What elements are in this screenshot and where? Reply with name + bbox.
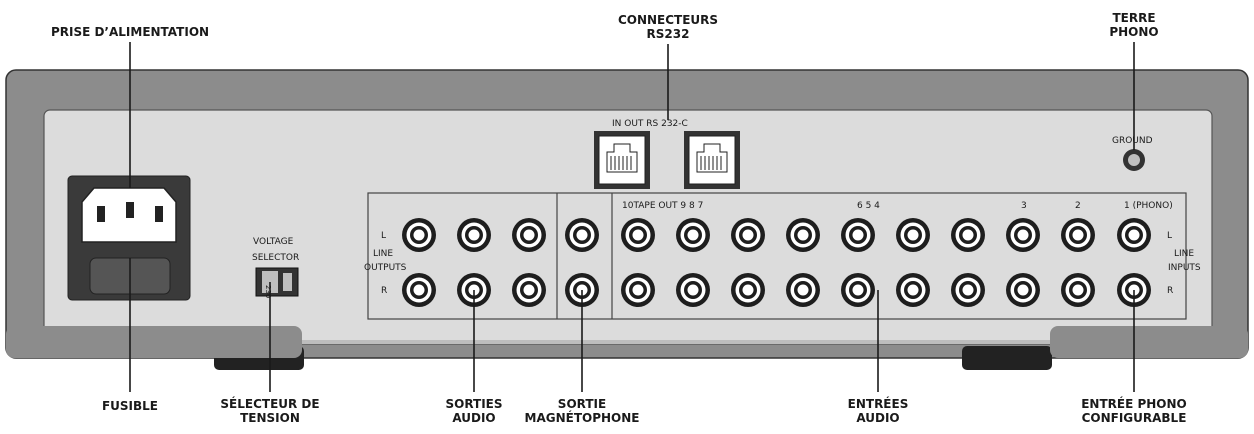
line-inputs-label-1: LINE — [1174, 249, 1194, 259]
rca-jack — [565, 218, 599, 252]
rca-jack — [676, 273, 710, 307]
rs232-in-port — [594, 131, 650, 189]
callout-inputs-line1: ENTRÉES — [848, 396, 909, 411]
callout-outputs-line1: SORTIES — [445, 397, 502, 411]
rca-jack — [457, 218, 491, 252]
line-inputs-l: L — [1167, 231, 1172, 241]
rca-jack — [1006, 218, 1040, 252]
rs232-panel-label: IN OUT RS 232-C — [612, 119, 688, 129]
rca-jack — [621, 273, 655, 307]
panel-bottom-edge — [302, 340, 1050, 344]
callout-rs232-line2: RS232 — [647, 27, 690, 41]
rca-jack — [1061, 273, 1095, 307]
rca-jack — [1006, 273, 1040, 307]
input-label-2: 2 — [1075, 201, 1081, 211]
ground-panel-label: GROUND — [1112, 136, 1153, 146]
rca-jack — [512, 273, 546, 307]
line-inputs-label-2: INPUTS — [1168, 263, 1201, 273]
line-outputs-label-1: LINE — [373, 249, 393, 259]
callout-voltage-line1: SÉLECTEUR DE — [220, 396, 319, 411]
rca-jack — [1117, 218, 1151, 252]
callout-tape-line2: MAGNÉTOPHONE — [525, 410, 640, 425]
rca-panel — [367, 192, 1187, 320]
callout-inputs-line2: AUDIO — [856, 411, 899, 425]
voltage-label-1: VOLTAGE — [253, 237, 294, 247]
rca-jack — [896, 273, 930, 307]
callout-phono-line1: ENTRÉE PHONO — [1081, 396, 1187, 411]
rca-jack — [621, 218, 655, 252]
callout-ground-line2: PHONO — [1109, 25, 1158, 39]
rca-jack — [1061, 218, 1095, 252]
callout-tape-line1: SORTIE — [558, 397, 606, 411]
input-label-tape: 10TAPE OUT 9 8 7 — [622, 201, 703, 211]
line-outputs-l: L — [381, 231, 386, 241]
voltage-selector-switch — [255, 267, 299, 297]
ground-terminal — [1123, 149, 1145, 171]
voltage-label-2: SELECTOR — [252, 253, 299, 263]
line-outputs-r: R — [381, 286, 387, 296]
rca-jack — [896, 218, 930, 252]
callout-outputs-line2: AUDIO — [452, 411, 495, 425]
callout-voltage-line2: TENSION — [240, 411, 300, 425]
right-foot — [962, 346, 1052, 370]
rca-jack — [786, 218, 820, 252]
voltage-value: 230 — [264, 285, 272, 298]
rca-jack — [731, 218, 765, 252]
chassis-lip-right — [1050, 326, 1248, 358]
line-inputs-r: R — [1167, 286, 1173, 296]
rca-jack — [786, 273, 820, 307]
line-outputs-label-2: OUTPUTS — [364, 263, 407, 273]
rca-jack — [841, 273, 875, 307]
rca-jack — [951, 218, 985, 252]
rs232-out-port — [684, 131, 740, 189]
callout-fuse: FUSIBLE — [102, 399, 158, 413]
callout-ground-line1: TERRE — [1112, 11, 1155, 25]
rca-jack — [676, 218, 710, 252]
rca-jack — [731, 273, 765, 307]
chassis-lip-left — [6, 326, 302, 358]
callout-rs232-line1: CONNECTEURS — [618, 13, 718, 27]
rca-jack — [402, 218, 436, 252]
callout-power-socket: PRISE D’ALIMENTATION — [51, 25, 209, 39]
callout-phono-line2: CONFIGURABLE — [1082, 411, 1187, 425]
rca-jack — [841, 218, 875, 252]
input-label-654: 6 5 4 — [857, 201, 880, 211]
rca-jack — [512, 218, 546, 252]
rca-jack — [402, 273, 436, 307]
rca-jack — [951, 273, 985, 307]
input-label-1: 1 (PHONO) — [1124, 201, 1173, 211]
input-label-3: 3 — [1021, 201, 1027, 211]
